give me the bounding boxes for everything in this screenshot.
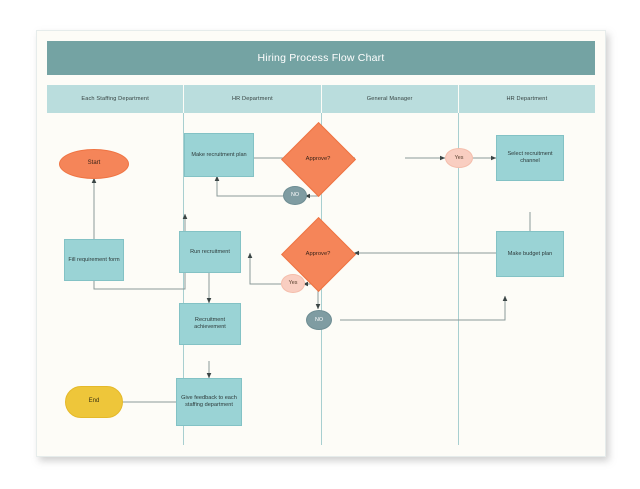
- node-label: NO: [290, 192, 300, 199]
- node-select-recruitment-channel[interactable]: Select recruitment channel: [496, 135, 564, 181]
- node-label: Run recruitment: [190, 248, 230, 255]
- lane-column-general-manager: [322, 113, 459, 445]
- lane-header-each-staffing-department: Each Staffing Department: [47, 85, 185, 113]
- node-label: Recruitment achievement: [194, 317, 226, 330]
- node-label: Approve?: [305, 251, 331, 257]
- node-give-feedback[interactable]: Give feedback to each staffing departmen…: [176, 378, 242, 426]
- lane-header-hr-department-2: HR Department: [458, 85, 595, 113]
- lane-header-label: HR Department: [231, 96, 273, 102]
- lane-header-label: HR Department: [506, 96, 548, 102]
- node-make-recruitment-plan[interactable]: Make recruitment plan: [184, 133, 254, 177]
- lane-header-hr-department-1: HR Department: [184, 85, 322, 113]
- node-label: NO: [314, 316, 324, 323]
- node-no-badge-1[interactable]: NO: [283, 186, 307, 205]
- node-yes-badge-2[interactable]: Yes: [281, 274, 305, 293]
- node-start[interactable]: Start: [59, 149, 129, 179]
- node-no-badge-2[interactable]: NO: [306, 310, 332, 330]
- node-label: End: [88, 398, 100, 405]
- node-fill-requirement-form[interactable]: Fill requirement form: [64, 239, 124, 281]
- swimlane-header-row: Each Staffing Department HR Department G…: [47, 85, 595, 113]
- node-label: Select recruitment channel: [507, 151, 553, 164]
- node-label: Make recruitment plan: [191, 151, 247, 158]
- chart-title-band: Hiring Process Flow Chart: [47, 41, 595, 75]
- node-label: Fill requirement form: [68, 256, 120, 263]
- node-make-budget-plan[interactable]: Make budget plan: [496, 231, 564, 277]
- node-yes-badge-1[interactable]: Yes: [445, 148, 473, 168]
- lane-header-label: Each Staffing Department: [81, 96, 149, 102]
- node-end[interactable]: End: [65, 386, 123, 418]
- lane-header-label: General Manager: [366, 96, 413, 102]
- node-recruitment-achievement[interactable]: Recruitment achievement: [179, 303, 241, 345]
- lane-header-general-manager: General Manager: [321, 85, 459, 113]
- node-label: Approve?: [305, 156, 331, 162]
- node-label: Yes: [454, 154, 464, 161]
- node-label: Make budget plan: [507, 250, 553, 257]
- node-label: Give feedback to each staffing departmen…: [181, 395, 237, 408]
- node-label: Yes: [288, 280, 298, 287]
- node-label: Start: [87, 160, 101, 167]
- flowchart-card: Hiring Process Flow Chart Each Staffing …: [36, 30, 606, 457]
- page-title: Hiring Process Flow Chart: [257, 52, 385, 64]
- node-approve-decision-2[interactable]: Approve?: [281, 217, 357, 293]
- node-run-recruitment[interactable]: Run recruitment: [179, 231, 241, 273]
- node-approve-decision-1[interactable]: Approve?: [281, 122, 357, 198]
